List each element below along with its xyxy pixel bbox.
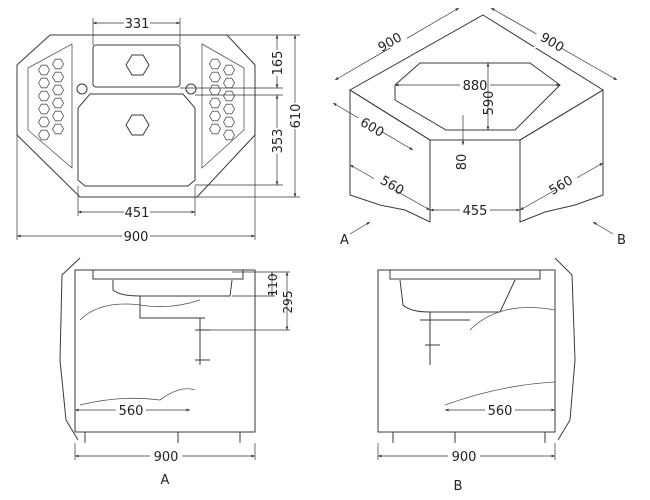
dim-900-plan: 900 <box>124 230 149 245</box>
plan-view: 331 451 900 165 353 610 <box>16 16 304 245</box>
elevation-b-label: B <box>454 479 463 494</box>
dim-295: 295 <box>281 291 295 314</box>
main-bowl <box>77 93 196 187</box>
tap-hole-left <box>76 83 88 95</box>
drainer-hole-icon <box>209 84 221 96</box>
dim-331: 331 <box>125 17 150 32</box>
countertop-a <box>92 269 244 280</box>
drainer-hole-icon <box>223 90 235 102</box>
drainer-hole-icon <box>52 84 64 96</box>
wall-break-right <box>554 257 576 441</box>
drainer-right <box>201 43 245 169</box>
drainer-hole-icon <box>209 58 221 70</box>
dim-590: 590 <box>482 91 497 116</box>
drainer-hole-icon <box>209 123 221 135</box>
drainer-hole-icon <box>223 103 235 115</box>
drainer-hole-icon <box>52 58 64 70</box>
dim-900-a: 900 <box>154 450 179 465</box>
dim-80: 80 <box>455 154 470 171</box>
sink-bowl-b <box>399 279 516 313</box>
drainer-hole-icon <box>209 110 221 122</box>
drainer-hole-icon <box>38 103 50 115</box>
drainer-hole-icon <box>223 77 235 89</box>
sink-cutout <box>394 62 561 131</box>
isometric-view: 900 900 880 590 600 80 560 560 455 A B <box>332 7 626 248</box>
drainer-hole-icon <box>38 90 50 102</box>
drainer-hole-icon <box>38 116 50 128</box>
drainer-hole-icon <box>52 123 64 135</box>
main-bowl-drain-icon <box>125 114 150 136</box>
drainer-hole-icon <box>38 77 50 89</box>
drainer-hole-icon <box>38 129 50 141</box>
sink-bowl-a <box>112 279 233 297</box>
dim-451: 451 <box>125 206 150 221</box>
drainer-hole-icon <box>223 116 235 128</box>
drainer-hole-icon <box>52 71 64 83</box>
elevation-a-label: A <box>161 473 170 488</box>
drainer-hole-icon <box>209 97 221 109</box>
dim-353: 353 <box>271 129 286 154</box>
dim-880: 880 <box>463 79 488 94</box>
small-bowl <box>92 44 181 88</box>
dim-560-b: 560 <box>488 404 513 419</box>
view-a-label: A <box>340 233 349 248</box>
view-b-arrow-icon <box>592 221 614 235</box>
wall-break-left <box>59 257 81 441</box>
elevation-b: 560 900 B <box>377 257 576 494</box>
countertop <box>349 14 604 141</box>
view-a-arrow-icon <box>349 221 371 235</box>
dim-455: 455 <box>463 204 488 219</box>
cabinet-right-side <box>519 89 604 223</box>
siphon-b <box>420 312 470 365</box>
dim-560-a: 560 <box>119 404 144 419</box>
dim-110: 110 <box>266 274 280 297</box>
dim-900-b: 900 <box>452 450 477 465</box>
cabinet-left-side <box>349 89 431 223</box>
small-bowl-drain-icon <box>125 54 150 76</box>
tap-hole-right <box>185 83 197 95</box>
siphon-a <box>139 296 210 365</box>
elevation-a: 110 295 560 900 A <box>59 257 295 488</box>
drainer-left <box>27 43 73 169</box>
drainer-hole-icon <box>38 64 50 76</box>
countertop-b <box>389 269 541 280</box>
drainer-hole-icon <box>223 129 235 141</box>
drainer-hole-icon <box>209 71 221 83</box>
drainer-grooves-left <box>38 58 235 141</box>
drainer-hole-icon <box>52 110 64 122</box>
dim-610: 610 <box>289 104 304 129</box>
view-b-label: B <box>617 233 626 248</box>
drainer-hole-icon <box>223 64 235 76</box>
drainer-hole-icon <box>52 97 64 109</box>
dim-165: 165 <box>271 51 286 76</box>
